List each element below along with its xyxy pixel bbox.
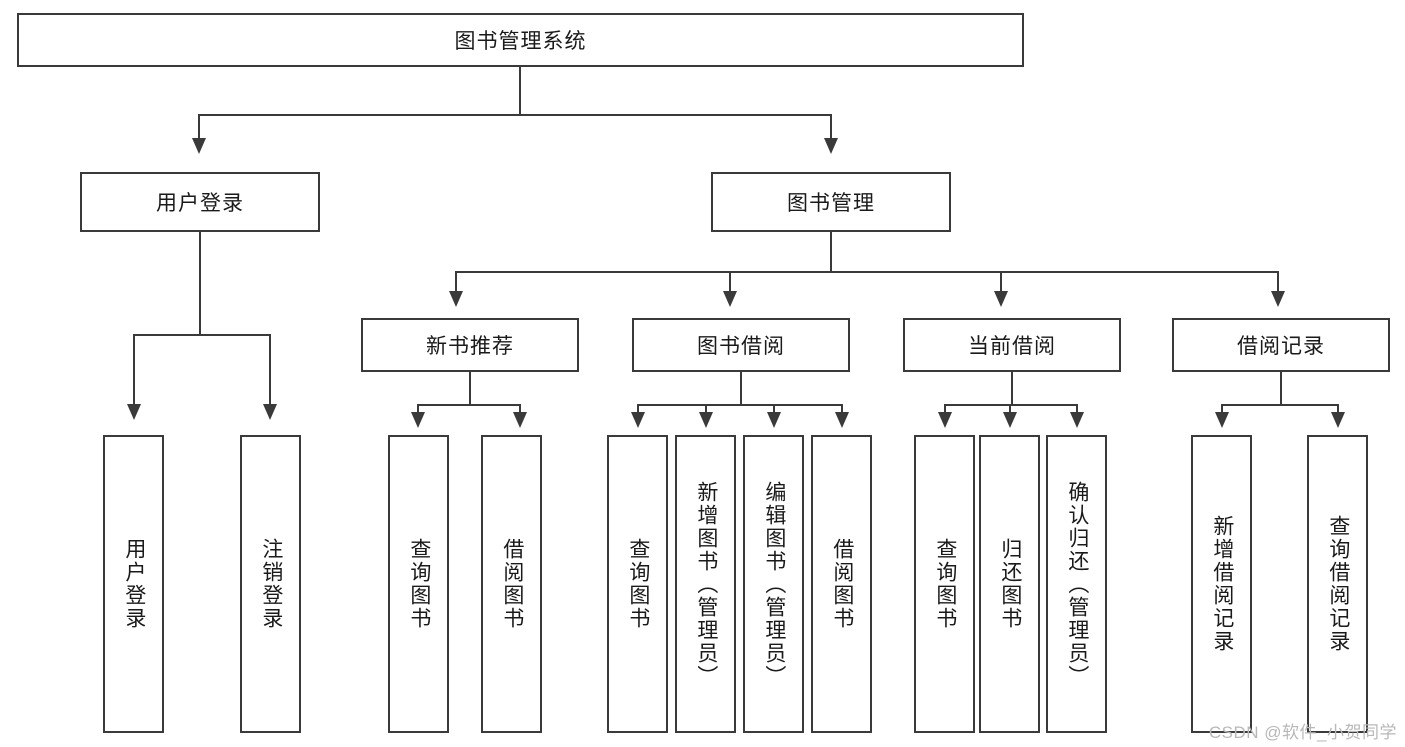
leaf-recommend-borrow-book[interactable]: 借阅图书 (481, 435, 542, 733)
node-book-borrow[interactable]: 图书借阅 (632, 318, 850, 372)
arrowhead-to-borrow-records (1271, 291, 1285, 307)
node-root-system[interactable]: 图书管理系统 (17, 13, 1024, 67)
connector-level2-bus (198, 114, 832, 116)
leaf-label: 查询图书 (407, 538, 431, 630)
connector-level3-drop-1 (455, 271, 457, 293)
node-new-book-recommend[interactable]: 新书推荐 (361, 318, 579, 372)
connector-borrow-drop-3 (773, 404, 775, 414)
connector-current-stem (1011, 372, 1013, 406)
connector-root-stem (519, 67, 521, 115)
leaf-records-add-record[interactable]: 新增借阅记录 (1191, 435, 1252, 733)
leaf-label: 查询图书 (626, 538, 650, 630)
arrowhead-to-book-manage (824, 138, 838, 154)
connector-borrow-drop-4 (841, 404, 843, 414)
connector-records-bus (1221, 404, 1339, 406)
connector-records-stem (1280, 372, 1282, 406)
leaf-current-query-book[interactable]: 查询图书 (914, 435, 975, 733)
leaf-records-query-record[interactable]: 查询借阅记录 (1307, 435, 1368, 733)
watermark: CSDN @软件_小贺同学 (1208, 723, 1397, 742)
connector-recommend-drop-1 (417, 404, 419, 414)
leaf-label: 用户登录 (122, 538, 146, 630)
arrowhead-to-logout-leaf (263, 404, 277, 420)
arrowhead-to-current-leaf-1 (938, 412, 952, 428)
leaf-borrow-add-book[interactable]: 新增图书（管理员） (675, 435, 736, 733)
leaf-current-confirm-return[interactable]: 确认归还（管理员） (1046, 435, 1107, 733)
arrowhead-to-borrow-leaf-3 (767, 412, 781, 428)
connector-user-login-drop-2 (269, 334, 271, 406)
connector-borrow-bus (637, 404, 843, 406)
connector-recommend-drop-2 (519, 404, 521, 414)
node-user-login[interactable]: 用户登录 (80, 172, 320, 232)
leaf-label: 编辑图书（管理员） (762, 480, 786, 688)
arrowhead-to-current-borrow (994, 291, 1008, 307)
arrowhead-to-borrow-leaf-1 (631, 412, 645, 428)
leaf-label: 新增借阅记录 (1210, 515, 1234, 653)
leaf-recommend-query-book[interactable]: 查询图书 (388, 435, 449, 733)
connector-level2-drop-1 (198, 114, 200, 140)
arrowhead-to-new-book-recommend (449, 291, 463, 307)
leaf-current-return-book[interactable]: 归还图书 (979, 435, 1040, 733)
arrowhead-to-current-leaf-2 (1003, 412, 1017, 428)
connector-user-login-drop-1 (133, 334, 135, 406)
leaf-borrow-borrow-book[interactable]: 借阅图书 (811, 435, 872, 733)
connector-level2-drop-2 (830, 114, 832, 140)
connector-level3-drop-4 (1277, 271, 1279, 293)
leaf-label: 确认归还（管理员） (1065, 480, 1089, 688)
arrowhead-to-user-login (192, 138, 206, 154)
arrowhead-to-book-borrow (723, 291, 737, 307)
leaf-label: 借阅图书 (500, 538, 524, 630)
connector-recommend-stem (469, 372, 471, 406)
connector-current-drop-1 (944, 404, 946, 414)
connector-current-bus (944, 404, 1078, 406)
arrowhead-to-records-leaf-1 (1215, 412, 1229, 428)
connector-book-manage-stem (830, 232, 832, 273)
arrowhead-to-user-login-leaf (127, 404, 141, 420)
leaf-logout[interactable]: 注销登录 (240, 435, 301, 733)
leaf-user-login[interactable]: 用户登录 (103, 435, 164, 733)
connector-current-drop-2 (1009, 404, 1011, 414)
connector-level3-drop-3 (1000, 271, 1002, 293)
arrowhead-to-recommend-leaf-2 (513, 412, 527, 428)
leaf-label: 归还图书 (998, 538, 1022, 630)
connector-level3-drop-2 (729, 271, 731, 293)
arrowhead-to-recommend-leaf-1 (411, 412, 425, 428)
connector-borrow-stem (740, 372, 742, 406)
connector-user-login-bus (133, 334, 271, 336)
leaf-label: 查询借阅记录 (1326, 515, 1350, 653)
node-borrow-records[interactable]: 借阅记录 (1172, 318, 1390, 372)
arrowhead-to-borrow-leaf-4 (835, 412, 849, 428)
leaf-borrow-query-book[interactable]: 查询图书 (607, 435, 668, 733)
connector-records-drop-1 (1221, 404, 1223, 414)
arrowhead-to-records-leaf-2 (1331, 412, 1345, 428)
leaf-label: 新增图书（管理员） (694, 480, 718, 688)
node-book-management[interactable]: 图书管理 (711, 172, 951, 232)
leaf-label: 注销登录 (259, 538, 283, 630)
leaf-borrow-edit-book[interactable]: 编辑图书（管理员） (743, 435, 804, 733)
connector-records-drop-2 (1337, 404, 1339, 414)
leaf-label: 查询图书 (933, 538, 957, 630)
node-current-borrow[interactable]: 当前借阅 (903, 318, 1121, 372)
connector-borrow-drop-1 (637, 404, 639, 414)
arrowhead-to-borrow-leaf-2 (699, 412, 713, 428)
connector-borrow-drop-2 (705, 404, 707, 414)
connector-recommend-bus (417, 404, 521, 406)
arrowhead-to-current-leaf-3 (1070, 412, 1084, 428)
connector-user-login-stem (199, 232, 201, 336)
leaf-label: 借阅图书 (830, 538, 854, 630)
connector-level3-bus (455, 271, 1279, 273)
connector-current-drop-3 (1076, 404, 1078, 414)
